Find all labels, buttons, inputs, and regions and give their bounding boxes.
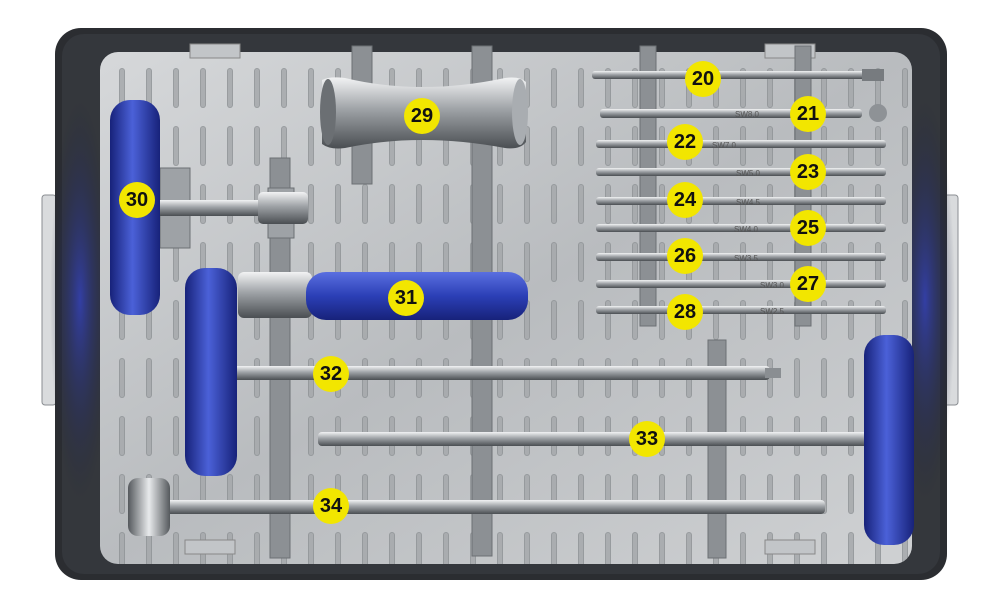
callout-27: 27 xyxy=(790,266,826,302)
svg-text:SW5.0: SW5.0 xyxy=(736,169,761,178)
callout-30: 30 xyxy=(119,182,155,218)
callout-24: 24 xyxy=(667,182,703,218)
callout-29: 29 xyxy=(404,98,440,134)
svg-text:SW3.5: SW3.5 xyxy=(734,254,759,263)
callout-23: 23 xyxy=(790,154,826,190)
svg-text:SW4.5: SW4.5 xyxy=(736,198,761,207)
callout-20: 20 xyxy=(685,61,721,97)
callout-21: 21 xyxy=(790,96,826,132)
t-handle-rod xyxy=(185,268,781,476)
callout-33: 33 xyxy=(629,421,665,457)
quick-coupling-handle xyxy=(238,272,528,320)
callout-31: 31 xyxy=(388,280,424,316)
callout-28: 28 xyxy=(667,294,703,330)
svg-text:SW3.0: SW3.0 xyxy=(760,281,785,290)
svg-text:SW8.0: SW8.0 xyxy=(735,110,760,119)
callout-22: 22 xyxy=(667,124,703,160)
callout-26: 26 xyxy=(667,238,703,274)
svg-text:SW4.0: SW4.0 xyxy=(734,225,759,234)
callout-32: 32 xyxy=(313,356,349,392)
svg-text:SW7.0: SW7.0 xyxy=(712,141,737,150)
long-t-handle-rod xyxy=(318,335,914,545)
callout-25: 25 xyxy=(790,210,826,246)
callout-34: 34 xyxy=(313,488,349,524)
bit-20 xyxy=(592,69,884,81)
svg-text:SW2.5: SW2.5 xyxy=(760,307,785,316)
